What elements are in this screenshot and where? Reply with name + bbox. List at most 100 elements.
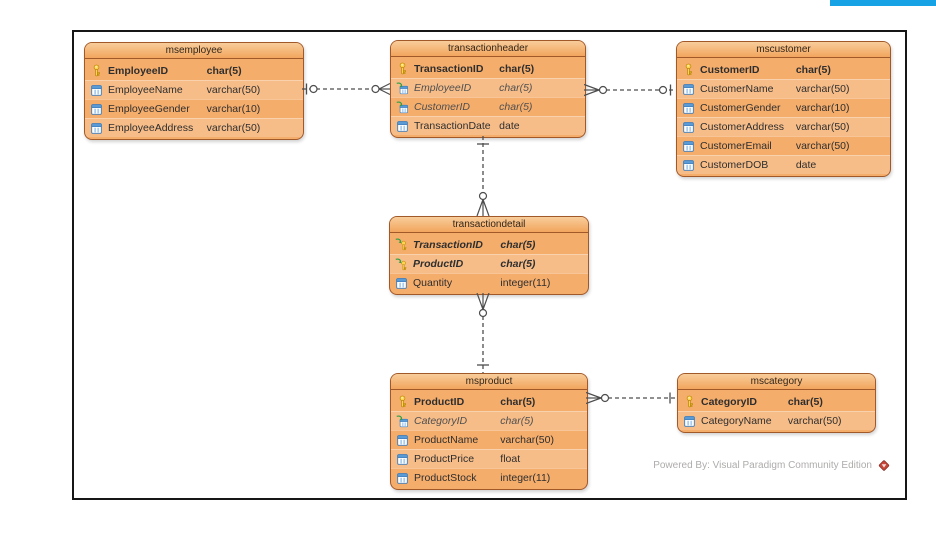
column-name: CustomerID [700, 63, 760, 76]
column-icon [395, 471, 409, 485]
foreign-key-icon [395, 414, 409, 428]
column-row-CustomerEmail[interactable]: CustomerEmail varchar(50) [677, 136, 890, 155]
primary-key-icon [395, 62, 409, 76]
column-type: date [499, 120, 520, 132]
column-type: integer(11) [500, 472, 551, 484]
entity-title: msproduct [391, 374, 587, 390]
column-name: EmployeeID [414, 82, 472, 94]
column-type: char(5) [795, 63, 831, 76]
entity-columns: TransactionID char(5) EmployeeID char(5) Cus… [391, 57, 585, 137]
column-name: CustomerName [700, 83, 774, 95]
column-icon [395, 433, 409, 447]
column-row-EmployeeID[interactable]: EmployeeID char(5) [391, 78, 585, 97]
column-name: CustomerAddress [700, 121, 785, 133]
column-type: char(5) [787, 395, 823, 408]
entity-mscustomer[interactable]: mscustomer CustomerID char(5) CustomerName… [676, 41, 891, 177]
column-row-Quantity[interactable]: Quantity integer(11) [390, 273, 588, 292]
foreign-key-icon [395, 100, 409, 114]
column-name: EmployeeName [108, 84, 183, 96]
column-name: CategoryID [414, 415, 468, 427]
column-icon [681, 82, 695, 96]
column-type: varchar(50) [206, 84, 261, 96]
column-name: TransactionID [414, 62, 484, 75]
column-icon [89, 83, 103, 97]
visual-paradigm-logo-icon [877, 458, 891, 472]
column-name: CategoryID [701, 395, 758, 408]
watermark-text: Powered By: Visual Paradigm Community Ed… [653, 459, 872, 471]
primary-key-icon [89, 64, 103, 78]
column-name: Quantity [413, 277, 453, 289]
primary-key-icon [681, 63, 695, 77]
column-row-EmployeeName[interactable]: EmployeeName varchar(50) [85, 80, 303, 99]
column-type: char(5) [500, 415, 534, 427]
column-name: CustomerDOB [700, 159, 769, 171]
column-type: varchar(50) [795, 121, 850, 133]
watermark: Powered By: Visual Paradigm Community Ed… [620, 458, 896, 472]
column-type: varchar(10) [795, 102, 850, 114]
column-type: char(5) [499, 62, 535, 75]
entity-title: msemployee [85, 43, 303, 59]
relationship-transactiondetail-msproduct[interactable] [472, 293, 494, 373]
column-type: char(5) [500, 258, 536, 270]
column-name: CategoryName [701, 415, 772, 427]
column-type: integer(11) [500, 277, 551, 289]
column-row-CategoryID[interactable]: CategoryID char(5) [391, 411, 587, 430]
column-row-ProductID[interactable]: ProductID char(5) [390, 254, 588, 273]
column-row-CategoryID[interactable]: CategoryID char(5) [678, 392, 875, 411]
column-icon [394, 276, 408, 290]
column-icon [681, 101, 695, 115]
column-name: EmployeeGender [108, 103, 190, 115]
entity-title: transactionheader [391, 41, 585, 57]
column-name: CustomerEmail [700, 140, 772, 152]
column-type: varchar(50) [795, 140, 850, 152]
column-row-TransactionDate[interactable]: TransactionDate date [391, 116, 585, 135]
relationship-msproduct-mscategory[interactable] [586, 387, 677, 409]
relationship-transactionheader-transactiondetail[interactable] [472, 136, 494, 216]
column-icon [681, 120, 695, 134]
column-name: ProductID [414, 395, 465, 408]
column-type: date [795, 159, 817, 171]
column-row-CustomerAddress[interactable]: CustomerAddress varchar(50) [677, 117, 890, 136]
entity-title: mscustomer [677, 42, 890, 58]
column-name: TransactionDate [414, 120, 491, 132]
column-name: EmployeeAddress [108, 122, 194, 134]
relationship-transactionheader-mscustomer[interactable] [584, 79, 676, 101]
column-icon [395, 119, 409, 133]
column-name: TransactionID [413, 238, 483, 251]
column-row-TransactionID[interactable]: TransactionID char(5) [391, 59, 585, 78]
column-icon [681, 158, 695, 172]
relationship-msemployee-transactionheader[interactable] [302, 78, 390, 100]
column-type: varchar(50) [206, 122, 261, 134]
column-row-EmployeeAddress[interactable]: EmployeeAddress varchar(50) [85, 118, 303, 137]
column-name: ProductID [413, 258, 464, 270]
column-type: float [500, 453, 521, 465]
column-row-CustomerDOB[interactable]: CustomerDOB date [677, 155, 890, 174]
column-type: varchar(50) [500, 434, 554, 446]
column-name: EmployeeID [108, 64, 169, 77]
column-icon [89, 102, 103, 116]
column-type: char(5) [499, 82, 533, 94]
column-row-CustomerID[interactable]: CustomerID char(5) [677, 60, 890, 79]
